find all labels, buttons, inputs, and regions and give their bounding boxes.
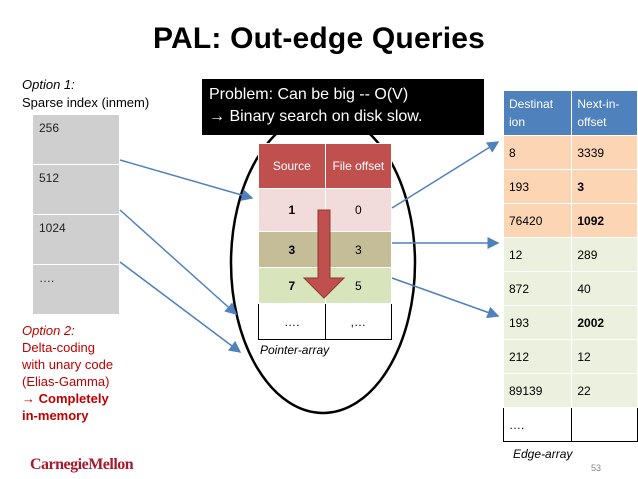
edge-cell: 89139 (502, 373, 573, 408)
option2-block: Option 2: Delta-coding with unary code (… (22, 322, 113, 424)
pointer-cell: ,… (324, 303, 393, 340)
pointer-cell: …. (258, 303, 326, 340)
pointer-header-source: Source (258, 143, 326, 189)
arrow-sparse-to-pointer-3 (119, 261, 242, 353)
edge-cell: 212 (502, 339, 573, 374)
edge-array-label: Edge-array (513, 447, 573, 461)
edge-cell: 8 (502, 135, 573, 170)
arrow-sparse-to-pointer-1 (119, 159, 254, 201)
edge-cell: 22 (571, 373, 638, 408)
pointer-cell: 0 (324, 188, 393, 232)
sparse-index-table: 256 512 1024 …. (32, 114, 120, 315)
option1-heading: Option 1: (22, 77, 75, 92)
edge-cell (571, 407, 638, 442)
problem-line-2: → Binary search on disk slow. (209, 108, 423, 125)
problem-callout: Problem: Can be big -- O(V) → Binary sea… (202, 79, 484, 135)
edge-cell: …. (502, 407, 573, 442)
edge-header-next-offset: Next-in-offset (571, 90, 638, 136)
page-number: 53 (591, 463, 602, 473)
pointer-header-offset: File offset (324, 143, 393, 189)
edge-cell: 289 (571, 237, 638, 272)
sparse-index-cell: 1024 (32, 214, 120, 265)
pointer-cell: 3 (258, 231, 326, 268)
option1-label: Option 1: Sparse index (inmem) (22, 76, 149, 112)
edge-cell: 76420 (502, 203, 573, 238)
edge-cell: 193 (502, 305, 573, 340)
pointer-cell: 5 (324, 267, 393, 304)
option2-line: (Elias-Gamma) (22, 374, 110, 389)
pointer-array-label: Pointer-array (260, 343, 330, 357)
sparse-index-cell: 512 (32, 164, 120, 215)
binary-search-down-arrow (302, 209, 346, 299)
option1-text: Sparse index (inmem) (22, 95, 150, 110)
arrow-pointer-to-edge-3 (391, 277, 500, 319)
edge-cell: 2002 (571, 305, 638, 340)
option2-conclusion: → Completely (22, 391, 109, 406)
arrow-pointer-to-edge-1 (391, 141, 500, 209)
pointer-cell: 7 (258, 267, 326, 304)
option2-conclusion: in-memory (22, 408, 89, 423)
pointer-array-table: Source File offset 1 0 3 3 7 5 …. ,… (258, 143, 393, 340)
carnegie-mellon-logo: CarnegieMellon (30, 456, 134, 473)
edge-cell: 40 (571, 271, 638, 306)
option2-line: with unary code (22, 357, 114, 372)
edge-cell: 1092 (571, 203, 638, 238)
edge-cell: 12 (502, 237, 573, 272)
sparse-index-cell: …. (32, 264, 120, 315)
pointer-cell: 1 (258, 188, 326, 232)
edge-cell: 3 (571, 169, 638, 204)
edge-cell: 872 (502, 271, 573, 306)
edge-cell: 3339 (571, 135, 638, 170)
slide-title: PAL: Out-edge Queries (152, 22, 486, 55)
edge-cell: 12 (571, 339, 638, 374)
option2-heading: Option 2: (22, 323, 75, 338)
problem-line-1: Problem: Can be big -- O(V) (209, 86, 409, 103)
option2-line: Delta-coding (22, 340, 95, 355)
arrow-sparse-to-pointer-2 (119, 209, 238, 316)
